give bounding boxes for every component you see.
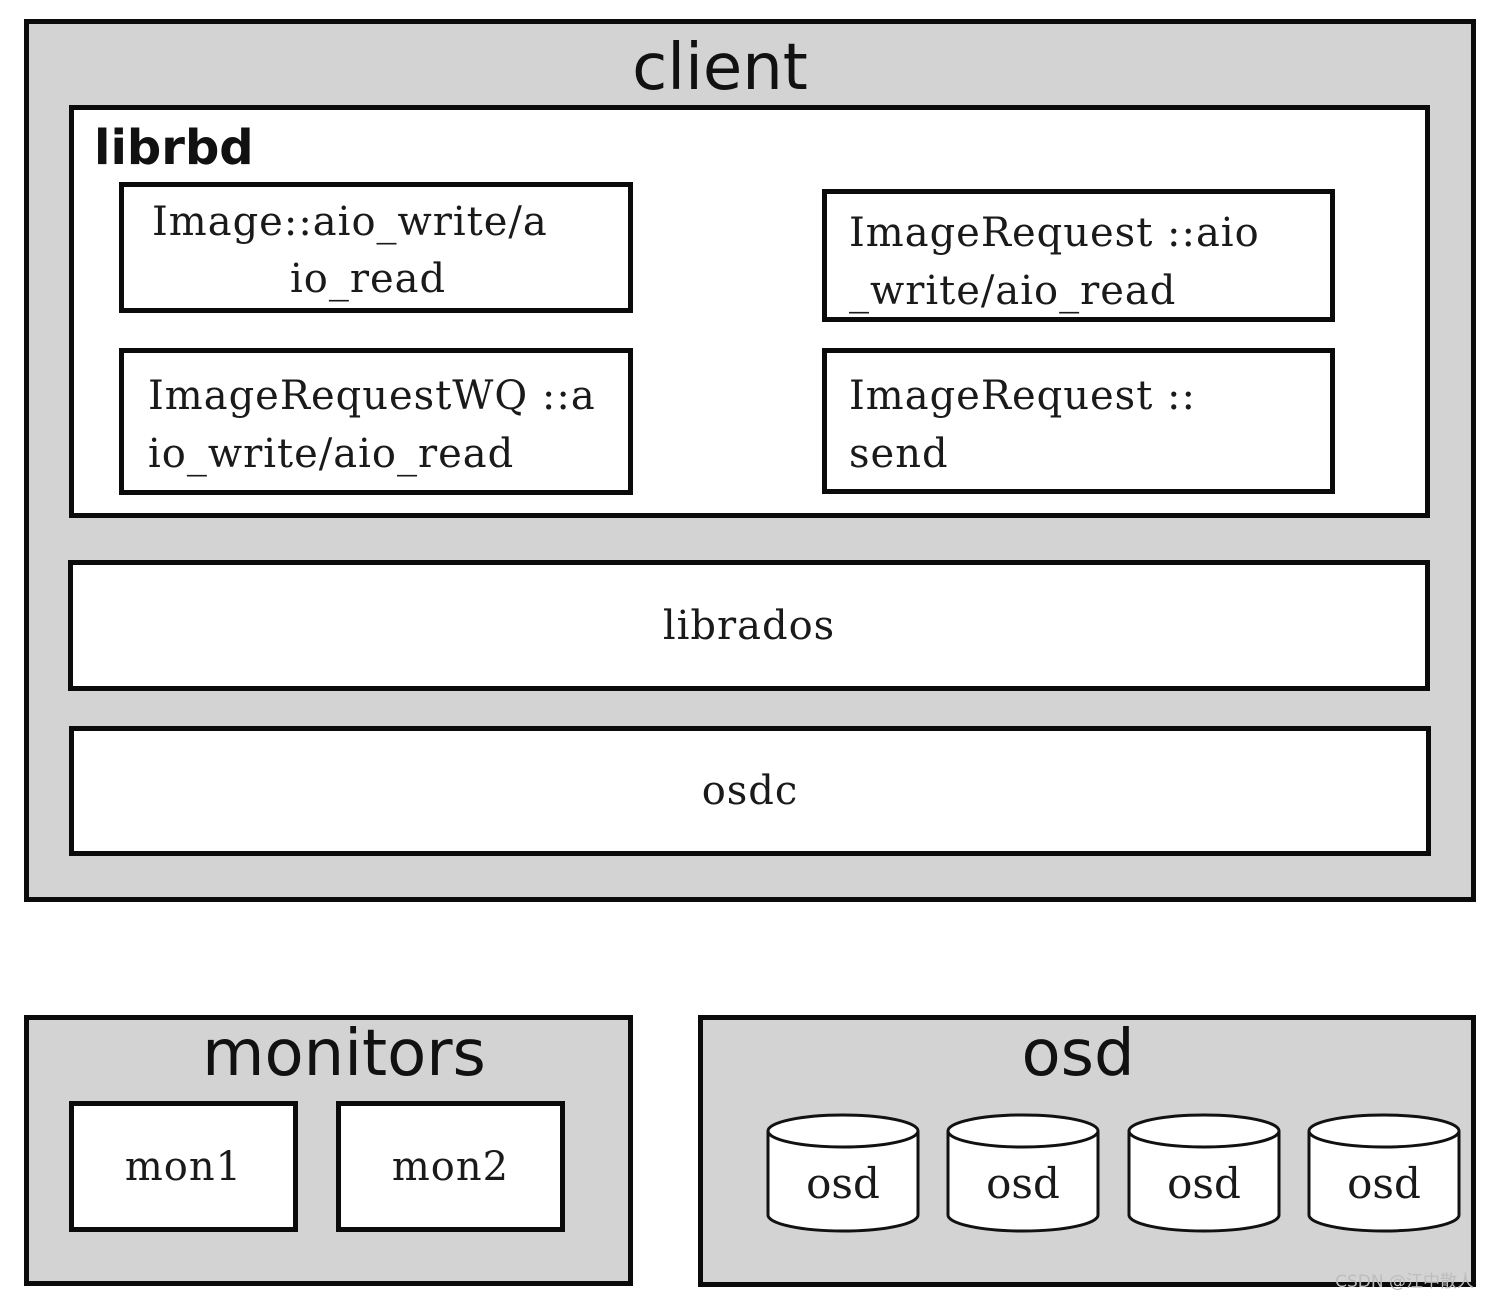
osd-disk-2: osd xyxy=(946,1111,1100,1235)
osd-disk-3-label: osd xyxy=(1167,1159,1241,1208)
client-title: client xyxy=(632,31,808,105)
imagerequestwq-line-2: io_write/aio_read xyxy=(148,431,515,477)
osd-disk-4-label: osd xyxy=(1347,1159,1421,1208)
osd-disk-2-label: osd xyxy=(986,1159,1060,1208)
librados-label: librados xyxy=(662,602,836,649)
osd-disk-4: osd xyxy=(1307,1111,1461,1235)
mon1-label: mon1 xyxy=(124,1143,243,1190)
cylinder-icon xyxy=(1307,1113,1461,1233)
librados-box: librados xyxy=(68,560,1430,691)
cylinder-icon xyxy=(766,1113,920,1233)
imagerequest-aio-line-1: ImageRequest ::aio xyxy=(849,210,1260,256)
mon1-box: mon1 xyxy=(69,1101,298,1232)
image-aio-box: Image::aio_write/a io_read xyxy=(119,182,633,313)
imagerequest-send-line-1: ImageRequest :: xyxy=(849,373,1196,419)
cylinder-icon xyxy=(1127,1113,1281,1233)
librbd-title: librbd xyxy=(94,120,254,176)
osdc-label: osdc xyxy=(701,768,799,814)
watermark: CSDN @江中散人 xyxy=(1335,1272,1474,1292)
mon2-label: mon2 xyxy=(391,1143,510,1190)
image-aio-line-2: io_read xyxy=(290,256,447,302)
osd-disk-1-label: osd xyxy=(806,1159,880,1208)
imagerequest-aio-line-2: _write/aio_read xyxy=(849,268,1177,314)
imagerequest-send-line-2: send xyxy=(849,431,949,477)
osdc-box: osdc xyxy=(69,726,1431,856)
osd-title: osd xyxy=(1021,1017,1135,1091)
imagerequest-aio-box: ImageRequest ::aio _write/aio_read xyxy=(822,189,1335,322)
cylinder-icon xyxy=(946,1113,1100,1233)
osd-disk-1: osd xyxy=(766,1111,920,1235)
mon2-box: mon2 xyxy=(336,1101,565,1232)
image-aio-line-1: Image::aio_write/a xyxy=(152,199,548,245)
imagerequestwq-box: ImageRequestWQ ::a io_write/aio_read xyxy=(119,348,633,495)
monitors-title: monitors xyxy=(202,1017,486,1091)
imagerequestwq-line-1: ImageRequestWQ ::a xyxy=(148,373,596,419)
osd-disk-3: osd xyxy=(1127,1111,1281,1235)
imagerequest-send-box: ImageRequest :: send xyxy=(822,348,1335,494)
